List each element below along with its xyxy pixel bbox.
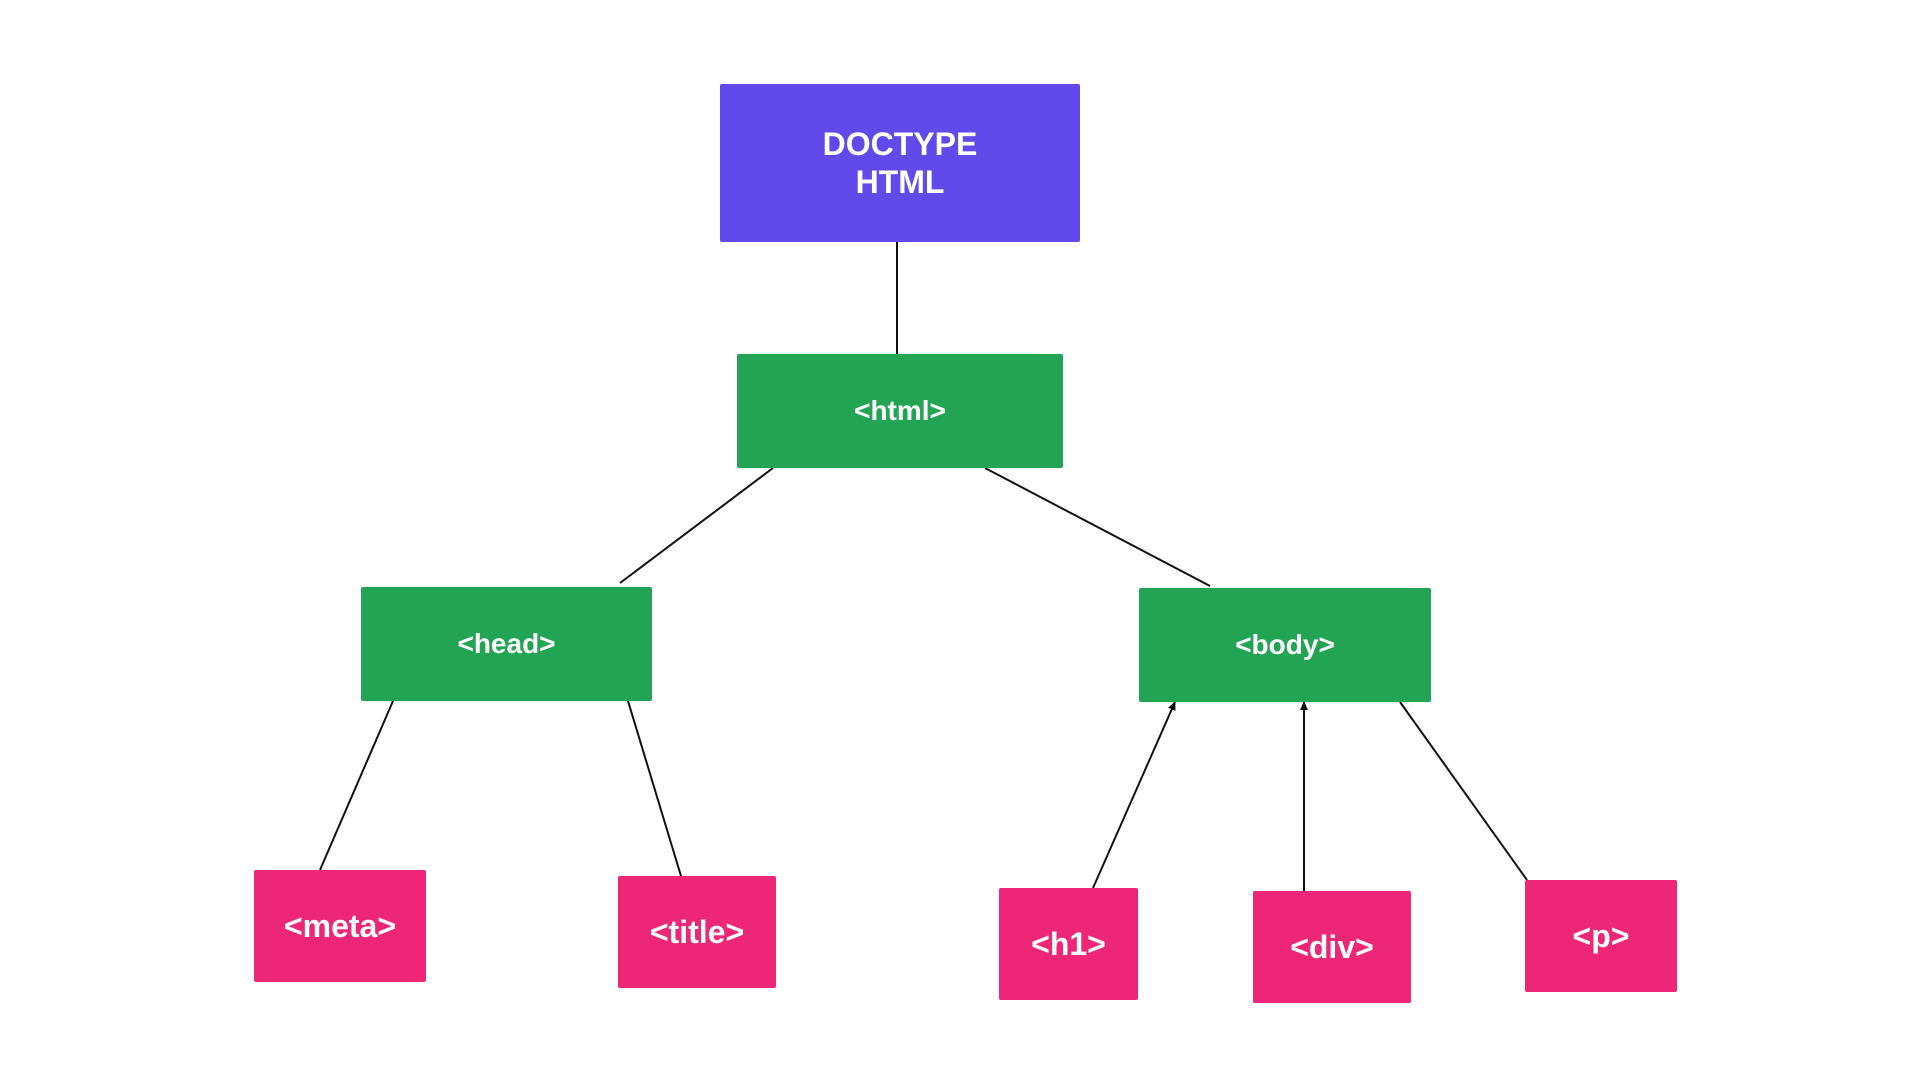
node-title: <title> [618,876,776,988]
edge-body-p [1399,701,1528,881]
node-h1-label: <h1> [1031,925,1106,962]
node-p: <p> [1525,880,1677,992]
node-html: <html> [737,354,1063,468]
edge-html-head [619,467,774,584]
node-meta-label: <meta> [283,907,397,944]
node-meta: <meta> [254,870,426,982]
node-head-label: <head> [457,628,556,660]
node-body-label: <body> [1235,629,1335,661]
node-doctype-line2: HTML [855,164,945,200]
node-doctype-html: DOCTYPE HTML [720,84,1080,242]
node-p-label: <p> [1572,917,1630,954]
edge-html-body [984,467,1211,587]
edge-h1-body-arrow [1092,701,1176,889]
node-h1: <h1> [999,888,1138,1000]
node-div-label: <div> [1290,928,1374,965]
node-body: <body> [1139,588,1431,702]
node-html-label: <html> [854,395,946,427]
node-doctype-line1: DOCTYPE [822,125,978,162]
edge-head-meta [319,700,394,871]
edge-head-title [627,700,682,877]
node-title-label: <title> [649,913,745,950]
node-head: <head> [361,587,652,701]
node-div: <div> [1253,891,1411,1003]
